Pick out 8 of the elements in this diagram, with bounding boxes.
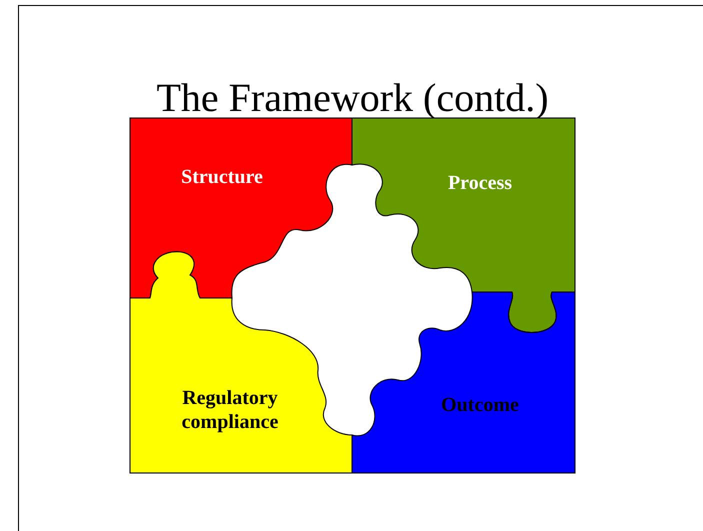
piece-label: Process <box>446 171 514 195</box>
piece-label: Regulatory compliance <box>180 386 280 434</box>
puzzle-piece <box>352 292 575 473</box>
slide-title: The Framework (contd.) <box>155 76 550 120</box>
puzzle-piece <box>130 252 352 473</box>
puzzle-piece <box>130 118 352 298</box>
piece-label: Outcome <box>440 393 520 417</box>
piece-label: Structure <box>180 165 264 189</box>
